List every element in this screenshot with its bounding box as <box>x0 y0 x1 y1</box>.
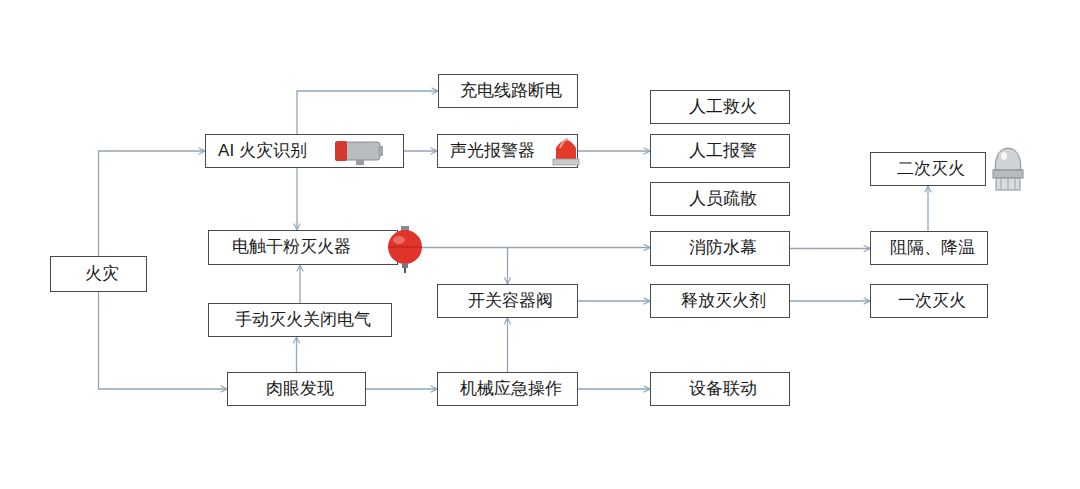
process-box: 人工救火 <box>650 90 790 124</box>
process-box: 二次灭火 <box>870 152 986 186</box>
box-label: 设备联动 <box>689 379 757 399</box>
box-label: 消防水幕 <box>689 238 757 258</box>
flow-arrow <box>507 318 508 372</box>
box-label: 机械应急操作 <box>460 379 562 399</box>
process-box: 电触干粉灭火器 <box>208 230 398 265</box>
process-box: 设备联动 <box>650 372 790 406</box>
flow-arrow <box>578 300 650 301</box>
box-label: 充电线路断电 <box>460 81 562 101</box>
process-box: 火灾 <box>50 256 147 292</box>
process-box: 释放灭火剂 <box>650 284 790 318</box>
box-label: 阻隔、降温 <box>890 238 975 258</box>
process-box: 充电线路断电 <box>438 74 578 108</box>
process-box: 阻隔、降温 <box>870 231 988 265</box>
box-label: 一次灭火 <box>898 291 966 311</box>
process-box: AI 火灾识别 <box>205 134 404 168</box>
process-box: 人员疏散 <box>650 182 790 216</box>
flow-arrow <box>299 265 300 303</box>
process-box: 消防水幕 <box>650 231 790 266</box>
box-label: 声光报警器 <box>450 141 535 161</box>
flow-arrow <box>366 388 437 389</box>
process-box: 机械应急操作 <box>437 372 578 406</box>
box-label: 人工报警 <box>689 141 757 161</box>
flow-arrow <box>790 248 870 249</box>
box-label: 二次灭火 <box>897 159 965 179</box>
flow-arrow <box>578 150 650 151</box>
flow-arrow <box>790 300 870 301</box>
flow-arrow <box>297 91 438 134</box>
flow-arrow <box>507 248 508 285</box>
box-label: 手动灭火关闭电气 <box>235 310 371 330</box>
process-box: 肉眼发现 <box>227 372 366 406</box>
box-label: 电触干粉灭火器 <box>232 237 351 257</box>
flow-arrow <box>99 151 206 256</box>
process-box: 一次灭火 <box>870 284 988 318</box>
flow-arrow <box>398 247 650 248</box>
process-box: 声光报警器 <box>437 134 578 168</box>
box-label: 释放灭火剂 <box>681 291 766 311</box>
box-label: 人工救火 <box>689 97 757 117</box>
box-label: 人员疏散 <box>689 189 757 209</box>
box-label: 开关容器阀 <box>468 291 553 311</box>
flow-arrow <box>296 337 297 372</box>
box-label: 肉眼发现 <box>266 379 334 399</box>
flow-arrow <box>296 168 297 230</box>
box-label: 火灾 <box>85 264 119 284</box>
process-box: 开关容器阀 <box>437 284 578 318</box>
flow-arrow <box>927 186 928 231</box>
process-box: 人工报警 <box>650 134 790 168</box>
box-label: AI 火灾识别 <box>218 141 307 161</box>
process-box: 手动灭火关闭电气 <box>208 303 392 337</box>
flow-arrow <box>404 150 437 151</box>
flow-arrow <box>578 388 650 389</box>
sprinkler-icon <box>993 148 1023 190</box>
